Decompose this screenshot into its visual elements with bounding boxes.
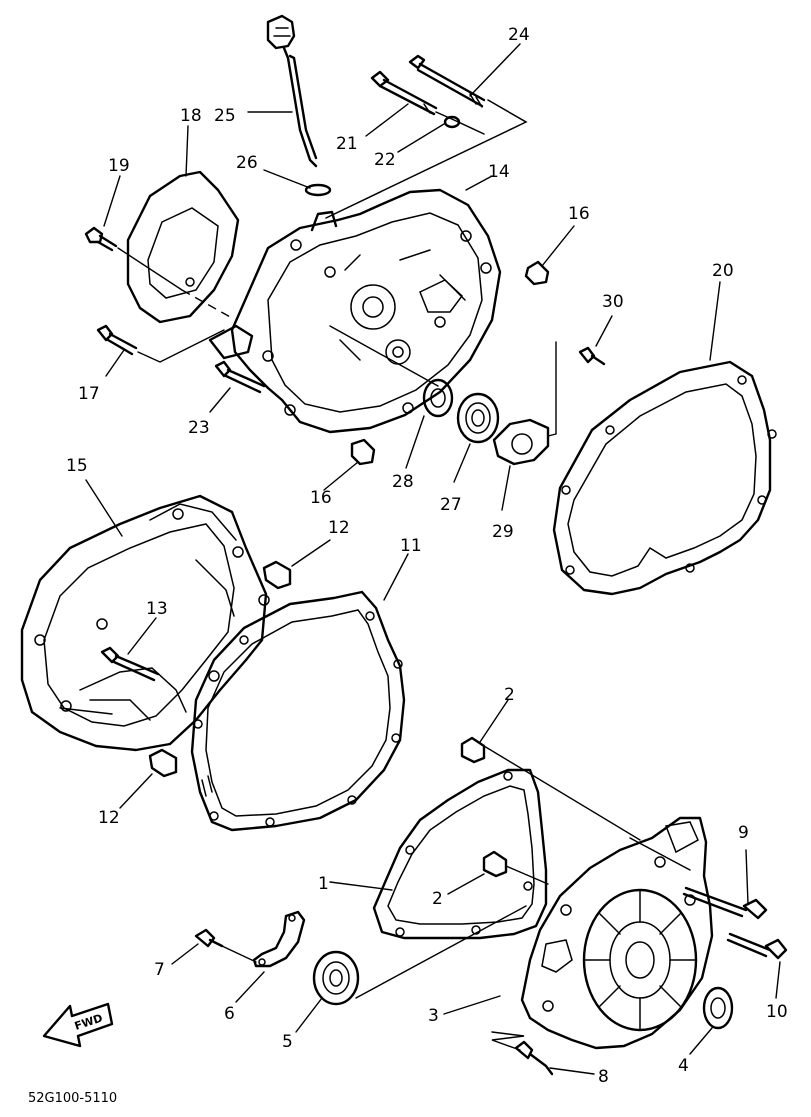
alignment-line: [329, 325, 439, 387]
alignment-line: [505, 865, 549, 885]
callout-label: 9: [738, 823, 749, 843]
callout-label: 21: [336, 134, 358, 154]
long-bolt: [408, 54, 486, 108]
alignment-line: [181, 289, 233, 319]
callout-label: 5: [282, 1032, 293, 1052]
callout-label: 12: [98, 808, 120, 828]
callout-label: 1: [318, 874, 329, 894]
callout-label: 25: [214, 106, 236, 126]
alignment-line: [117, 247, 183, 291]
plate-screw-small: [578, 346, 606, 366]
callout-label: 17: [78, 384, 100, 404]
alignment-line: [221, 945, 257, 963]
oil-dipstick: [266, 14, 318, 168]
dowel-pin: [460, 736, 486, 764]
callout-label: 11: [400, 536, 422, 556]
clutch-cover-gasket: [372, 768, 548, 940]
oil-seal: [702, 986, 734, 1030]
dowel-pin: [524, 260, 550, 286]
crankcase-cover-right: [208, 188, 502, 434]
callout-label: 26: [236, 153, 258, 173]
callout-label: 29: [492, 522, 514, 542]
callout-label: 2: [504, 685, 515, 705]
bearing-plate: [492, 418, 550, 466]
bearing-retainer: [252, 910, 306, 968]
alignment-line: [547, 341, 557, 437]
alignment-line: [325, 99, 528, 219]
lower-bolt: [214, 360, 266, 394]
clutch-cover: [520, 816, 714, 1050]
crankcase-gasket: [190, 590, 406, 832]
callout-label: 19: [108, 156, 130, 176]
bearing: [456, 392, 500, 444]
o-ring: [304, 183, 332, 197]
callout-label: 7: [154, 960, 165, 980]
callout-label: 14: [488, 162, 510, 182]
alignment-line: [137, 329, 225, 363]
alignment-line: [435, 111, 485, 135]
callout-label: 28: [392, 472, 414, 492]
callout-label: 4: [678, 1056, 689, 1076]
dowel-pin: [482, 850, 508, 878]
retainer-screw: [194, 928, 224, 948]
callout-label: 16: [568, 204, 590, 224]
callout-label: 22: [374, 150, 396, 170]
alignment-line: [491, 1031, 525, 1051]
cover-screw: [514, 1040, 554, 1076]
callout-label: 16: [310, 488, 332, 508]
callout-label: 20: [712, 261, 734, 281]
callout-label: 15: [66, 456, 88, 476]
callout-label: 3: [428, 1006, 439, 1026]
medium-bolt: [370, 70, 438, 116]
leader-lines: [85, 43, 781, 1075]
bearing: [312, 950, 360, 1006]
cover-plate: [126, 170, 240, 324]
forward-direction-arrow: FWD: [42, 1002, 114, 1048]
cover-gasket: [552, 360, 777, 596]
dowel-pin: [262, 560, 292, 590]
callout-label: 13: [146, 599, 168, 619]
callout-label: 30: [602, 292, 624, 312]
callout-label: 24: [508, 25, 530, 45]
alignment-line: [483, 745, 641, 841]
callout-label: 8: [598, 1067, 609, 1087]
cover-bolt: [726, 932, 788, 960]
short-bolt: [96, 324, 138, 356]
callout-labels: 1 2 2 3 4 5 6 7 8 9 10 11 12 12 13 14 15…: [66, 25, 788, 1087]
dowel-pin: [148, 748, 178, 778]
callout-label: 27: [440, 495, 462, 515]
crankcase-cover-left: [20, 494, 270, 752]
dowel-pin: [350, 438, 376, 466]
alignment-line: [629, 837, 691, 871]
plate-screw: [84, 226, 118, 252]
oil-seal: [422, 378, 454, 418]
drawing-code: 52G100-5110: [28, 1091, 117, 1106]
callout-label: 18: [180, 106, 202, 126]
case-bolt: [100, 646, 160, 682]
callout-label: 23: [188, 418, 210, 438]
callout-label: 6: [224, 1004, 235, 1024]
callout-label: 2: [432, 889, 443, 909]
callout-label: 12: [328, 518, 350, 538]
alignment-line: [355, 905, 527, 999]
cover-bolt: [682, 886, 768, 920]
callout-label: 10: [766, 1002, 788, 1022]
